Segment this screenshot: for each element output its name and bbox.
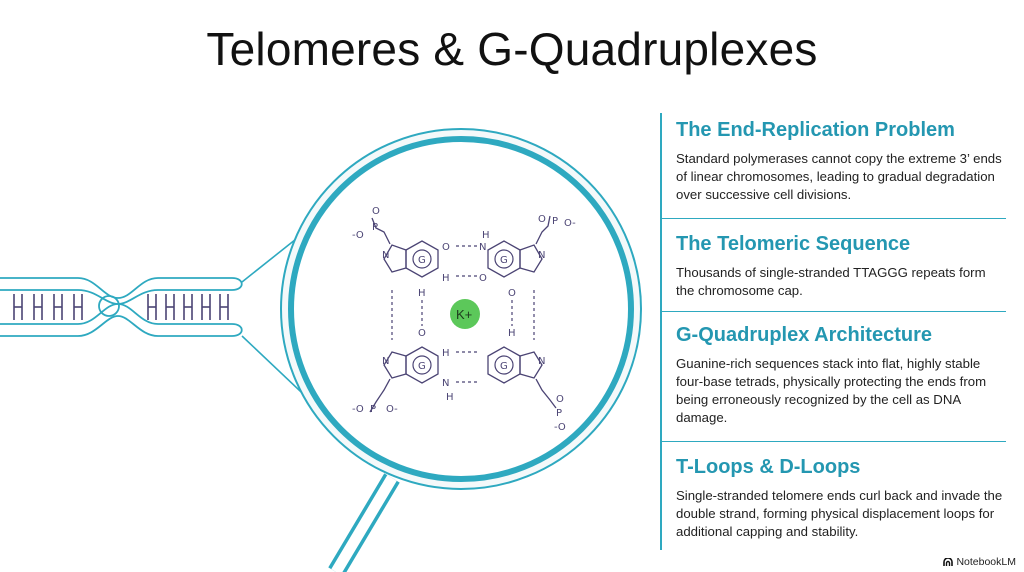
phosphate-p-tl: P xyxy=(372,222,378,233)
atom-o-4: O xyxy=(418,328,426,339)
section-body: Single-stranded telomere ends curl back … xyxy=(676,488,1003,539)
potassium-ion xyxy=(450,299,480,329)
phosphate-p-br: P xyxy=(556,408,562,419)
info-panel: The End-Replication Problem Standard pol… xyxy=(660,113,1006,550)
phosphate-o-br: O xyxy=(556,394,564,405)
base-labels xyxy=(412,249,514,375)
hydrogen-bonds xyxy=(391,245,535,383)
phosphate-p-tr: P xyxy=(552,216,558,227)
section-end-replication: The End-Replication Problem Standard pol… xyxy=(660,113,1006,219)
section-body: Guanine-rich sequences stack into flat, … xyxy=(676,356,987,425)
section-heading: G-Quadruplex Architecture xyxy=(676,324,932,346)
phosphate-p-bl: P xyxy=(370,404,376,415)
section-heading: The End-Replication Problem xyxy=(676,119,955,141)
atom-n-6: N xyxy=(538,356,545,367)
notebooklm-logo: NotebookLM xyxy=(943,556,1016,568)
section-body: Thousands of single-stranded TTAGGG repe… xyxy=(676,265,986,298)
atom-n-2: N xyxy=(442,378,449,389)
phosphate-o-minus-bl-2: O- xyxy=(386,404,398,415)
section-heading: T-Loops & D-Loops xyxy=(676,456,861,478)
phosphate-o-minus-tr: O- xyxy=(564,218,576,229)
section-g-quadruplex: G-Quadruplex Architecture Guanine-rich s… xyxy=(660,312,1006,442)
base-g-tl: G xyxy=(418,255,426,266)
notebooklm-icon xyxy=(943,557,954,566)
section-t-loops: T-Loops & D-Loops Single-stranded telome… xyxy=(660,442,1006,550)
atom-h-2: H xyxy=(442,273,450,284)
atom-h-1: H xyxy=(482,230,490,241)
atom-n-5: N xyxy=(382,356,389,367)
atom-n-4: N xyxy=(538,250,545,261)
section-body: Standard polymerases cannot copy the ext… xyxy=(676,151,1002,202)
g-quartet xyxy=(369,215,557,413)
atom-h-5: H xyxy=(442,348,450,359)
base-g-bl: G xyxy=(418,361,426,372)
phosphate-o-minus-br: -O xyxy=(554,422,566,433)
page-title: Telomeres & G-Quadruplexes xyxy=(206,23,818,75)
atom-o-3: O xyxy=(508,288,516,299)
phosphate-o-tr: O xyxy=(538,214,546,225)
atom-h-3: H xyxy=(418,288,426,299)
section-heading: The Telomeric Sequence xyxy=(676,233,911,255)
telomere-diagram: O N H H O H O O H H N H N N N N -O P O O… xyxy=(0,128,642,572)
atom-h-6: H xyxy=(446,392,454,403)
phosphate-labels: -O P O O P O- -O P O- O P -O xyxy=(352,206,576,433)
atom-n-3: N xyxy=(382,250,389,261)
atom-n-1: N xyxy=(479,242,486,253)
section-telomeric-sequence: The Telomeric Sequence Thousands of sing… xyxy=(660,219,1006,312)
phosphate-o-minus-bl: -O xyxy=(352,404,364,415)
atom-o-1: O xyxy=(442,242,450,253)
atom-labels: O N H H O H O O H H N H N N N N xyxy=(382,230,545,403)
base-g-tr: G xyxy=(500,255,508,266)
phosphate-o-minus-tl: -O xyxy=(352,230,364,241)
notebooklm-label: NotebookLM xyxy=(956,556,1016,568)
potassium-ion-label: K+ xyxy=(456,307,472,322)
chromosome xyxy=(0,277,243,337)
atom-h-4: H xyxy=(508,328,516,339)
atom-o-2: O xyxy=(479,273,487,284)
base-g-br: G xyxy=(500,361,508,372)
phosphate-o-tl: O xyxy=(372,206,380,217)
chromosome-rungs xyxy=(13,294,229,320)
